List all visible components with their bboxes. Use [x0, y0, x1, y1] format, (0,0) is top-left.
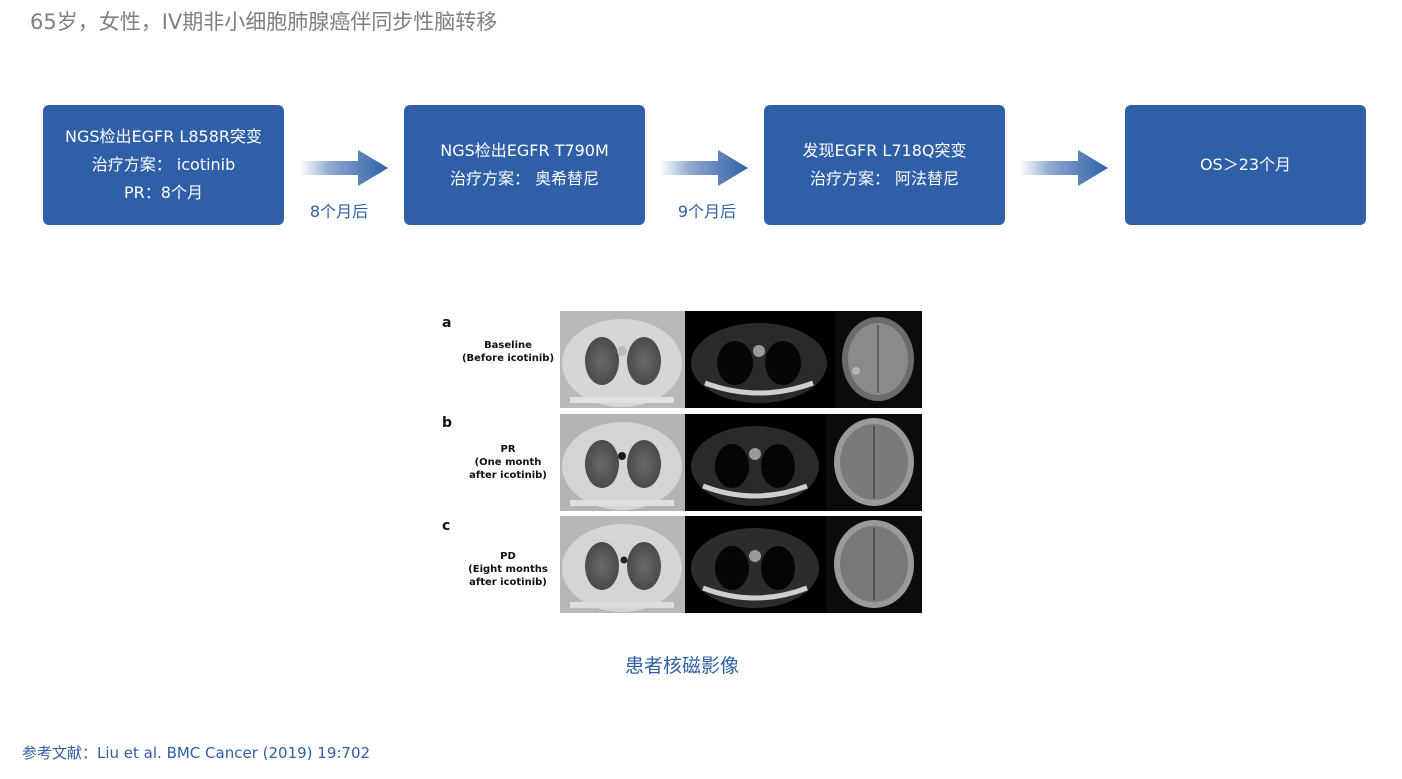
arrow-right-icon: [300, 150, 388, 186]
panel-c-desc: PD (Eight months after icotinib): [468, 551, 548, 588]
timeline-step-1: NGS检出EGFR L858R突变 治疗方案： icotinib PR：8个月: [43, 105, 284, 225]
step-1-line-2: 治疗方案： icotinib: [91, 155, 236, 174]
panel-b-letter: b: [442, 415, 453, 431]
timeline-step-3: 发现EGFR L718Q突变 治疗方案： 阿法替尼: [764, 105, 1005, 225]
mri-figure: a Baseline (Before icotinib) b PR: [426, 305, 936, 620]
arrow-right-icon: [660, 150, 748, 186]
step-3-line-1: 发现EGFR L718Q突变: [802, 141, 967, 160]
panel-b-desc: PR (One month after icotinib): [469, 444, 547, 481]
reference-citation: 参考文献：Liu et al. BMC Cancer (2019) 19:702: [22, 744, 371, 762]
ct-mri-image-c: [560, 516, 922, 613]
timeline-step-2: NGS检出EGFR T790M 治疗方案： 奥希替尼: [404, 105, 645, 225]
step-2-line-2: 治疗方案： 奥希替尼: [449, 169, 600, 188]
panel-c-letter: c: [442, 518, 451, 534]
panel-a-desc: Baseline (Before icotinib): [461, 340, 555, 364]
figure-caption: 患者核磁影像: [624, 655, 739, 677]
ct-mri-image-b: [560, 414, 922, 511]
arrow-right-icon: [1020, 150, 1108, 186]
step-2-line-1: NGS检出EGFR T790M: [440, 141, 609, 160]
scan-row-c: [560, 516, 922, 613]
interval-label-1: 8个月后: [309, 202, 369, 221]
timeline-step-4: OS＞23个月: [1125, 105, 1366, 225]
page-title: 65岁，女性，IV期非小细胞肺腺癌伴同步性脑转移: [30, 10, 498, 34]
interval-label-2: 9个月后: [677, 202, 737, 221]
step-1-line-3: PR：8个月: [124, 183, 203, 202]
step-4-line-1: OS＞23个月: [1199, 155, 1292, 174]
scan-row-a: [560, 311, 922, 408]
scan-row-b: [560, 414, 922, 511]
ct-mri-image-a: [560, 311, 922, 408]
panel-a-letter: a: [442, 315, 452, 331]
step-1-line-1: NGS检出EGFR L858R突变: [64, 127, 262, 146]
step-3-line-2: 治疗方案： 阿法替尼: [809, 169, 960, 188]
